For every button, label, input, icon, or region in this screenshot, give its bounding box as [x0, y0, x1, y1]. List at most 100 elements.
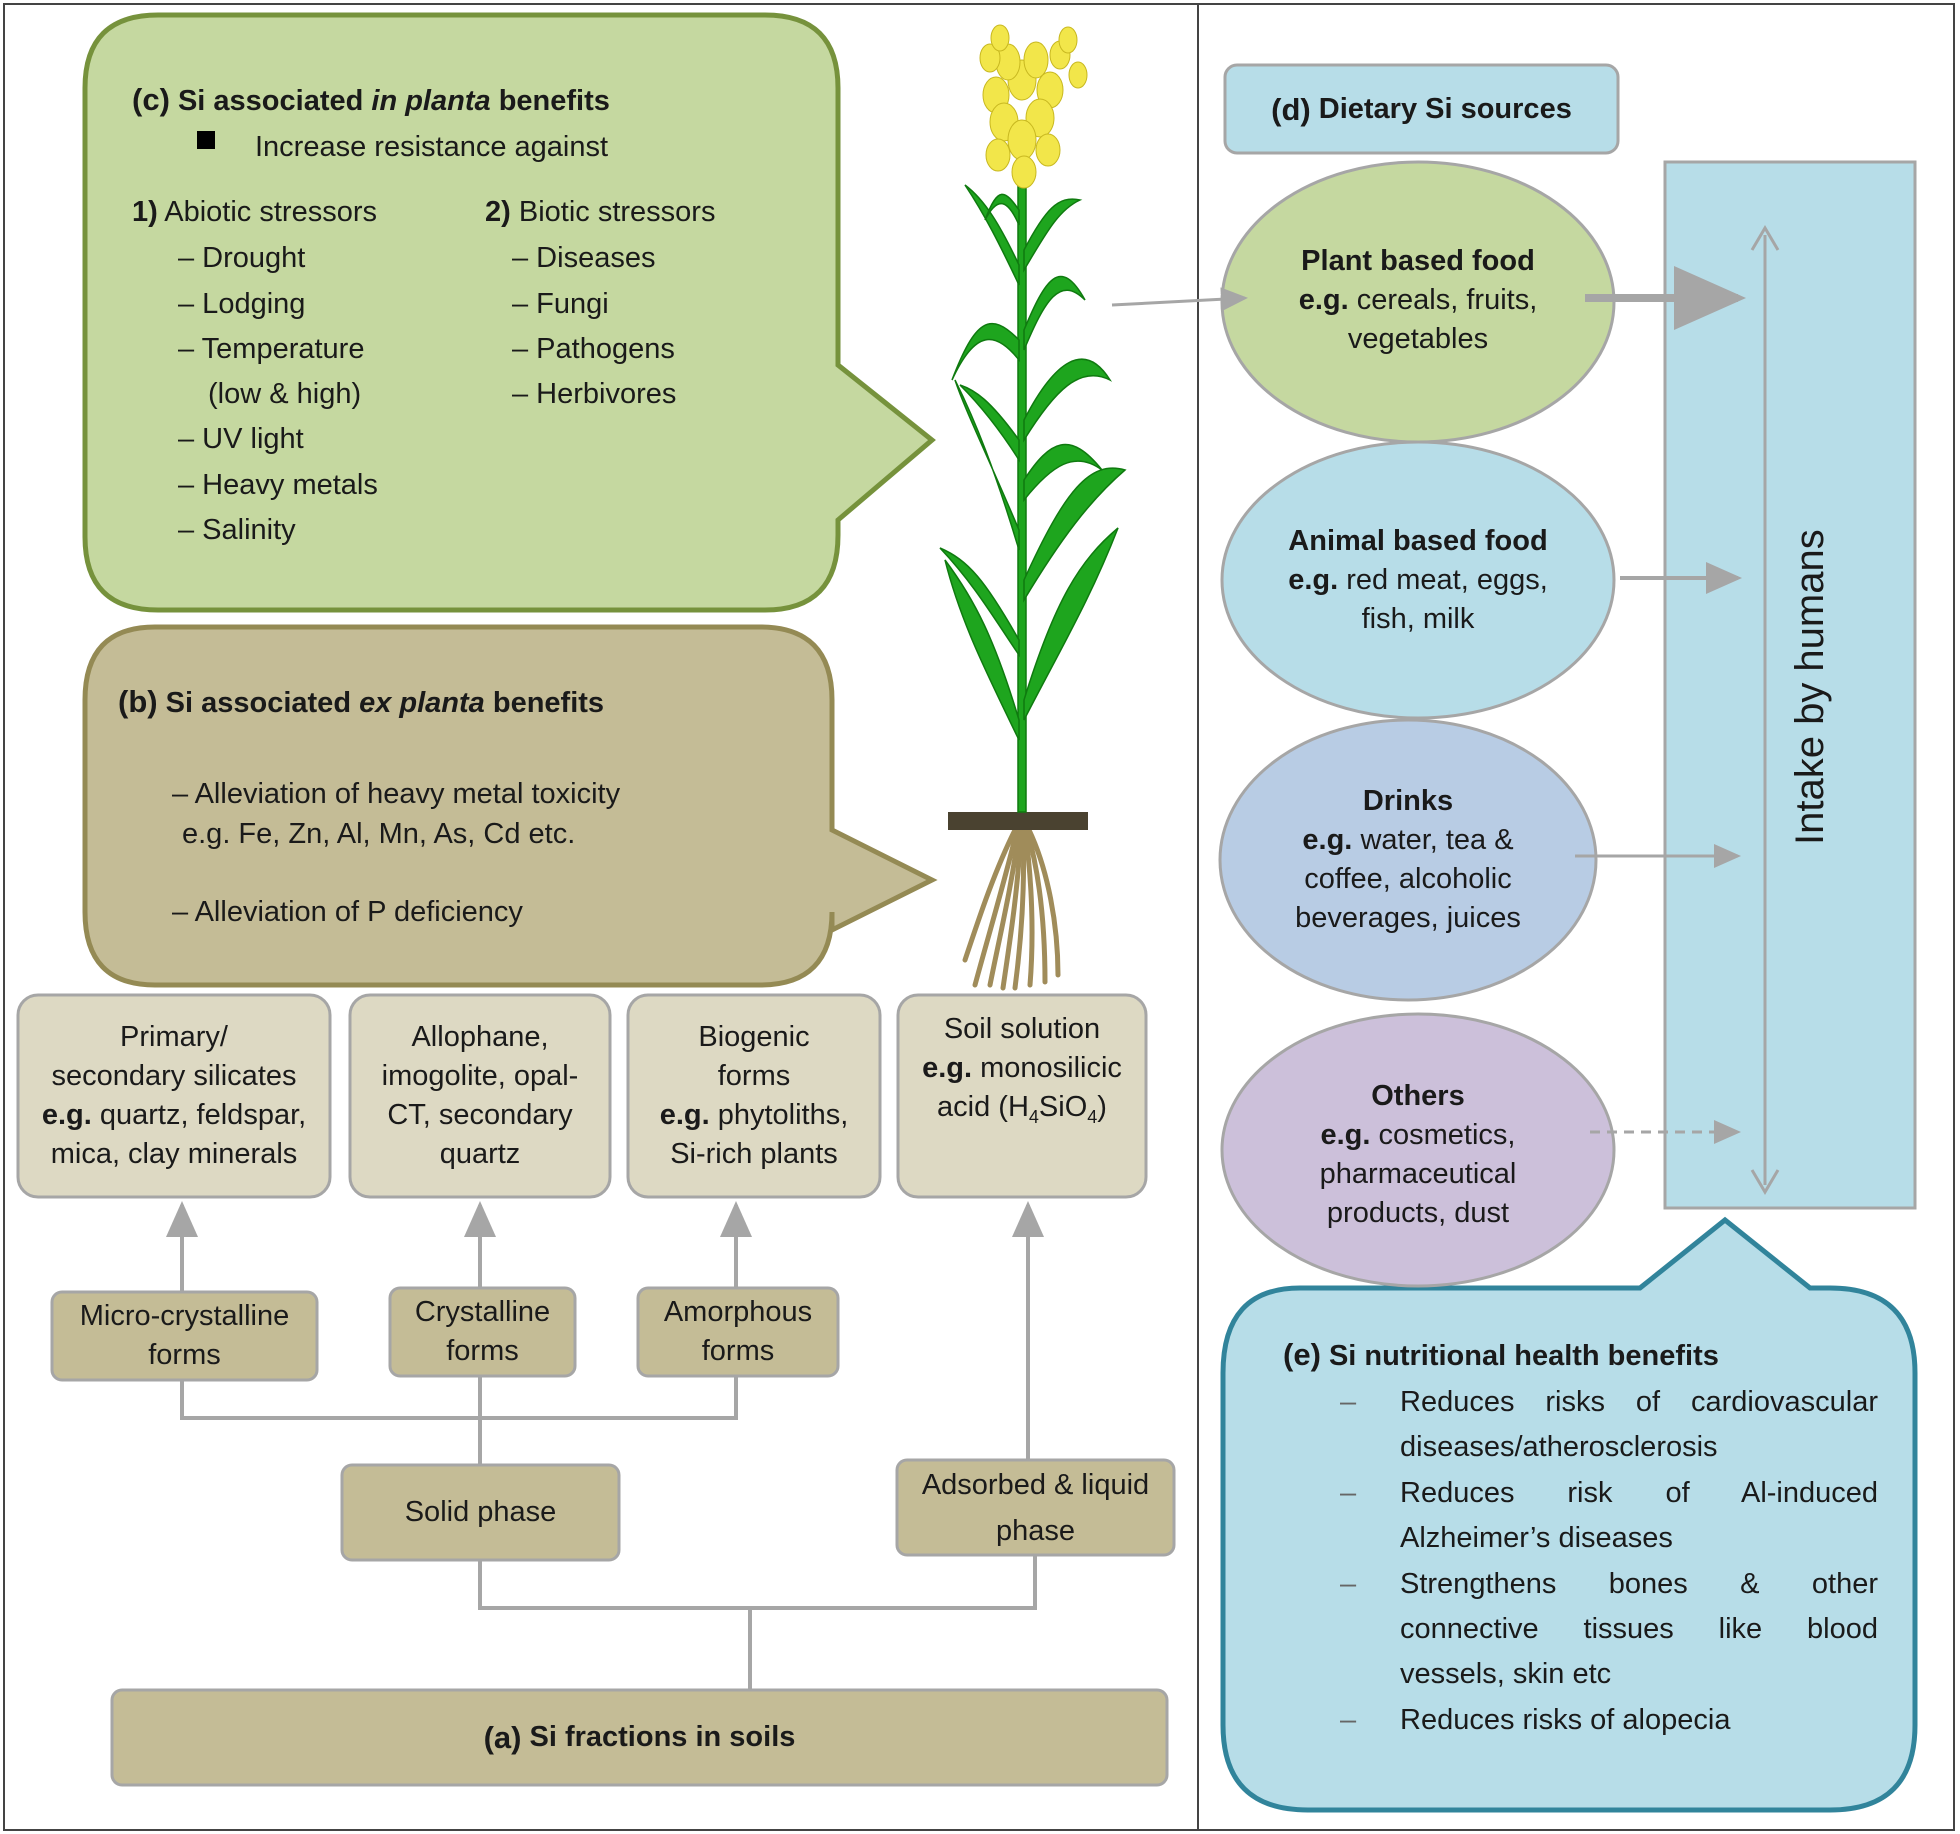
primary-line1: Primary/ [120, 1021, 228, 1053]
drinks-eg: e.g. [1302, 824, 1353, 856]
biogenic-line2: forms [717, 1060, 791, 1092]
others-title: Others [1371, 1080, 1465, 1112]
panel-c-title-post: benefits [498, 85, 610, 117]
box-allophane [348, 993, 612, 1199]
drinks-line3: coffee, alcoholic [1304, 863, 1512, 895]
others-line4: products, dust [1326, 1197, 1510, 1229]
panel-b-title-em: ex planta [359, 687, 485, 719]
drinks-line4: beverages, juices [1295, 902, 1521, 934]
solution-line2: e.g. monosilicic [922, 1049, 1122, 1088]
box-biogenic [626, 993, 882, 1199]
soil-solution-text: Soil solution e.g. monosilicic acid (H4S… [898, 1010, 1146, 1130]
biotic-heading: 2) Biotic stressors [485, 193, 715, 232]
solution-line3: acid (H4SiO4) [937, 1088, 1107, 1137]
biotic-title: Biotic stressors [518, 196, 716, 228]
allophane-line4: quartz [439, 1138, 521, 1170]
panel-e-label: (e) [1283, 1337, 1321, 1372]
solution-close: ) [1097, 1091, 1107, 1123]
plant-stem-leaves [939, 179, 1127, 813]
others-text: Others e.g. cosmetics, pharmaceutical pr… [1250, 1075, 1586, 1235]
panel-b-title-pre: Si associated [165, 687, 352, 719]
panel-b-item1: – Alleviation of heavy metal toxicity [172, 778, 621, 810]
biogenic-eg: e.g. [659, 1099, 710, 1131]
panel-c-title: (c) Si associated in planta benefits [132, 80, 610, 121]
primary-line2: secondary silicates [51, 1060, 297, 1092]
plant-food-text: Plant based food e.g. cereals, fruits, v… [1250, 240, 1586, 360]
solid-phase-label: Solid phase [404, 1496, 557, 1528]
biogenic-rest: phytoliths, [717, 1099, 849, 1131]
benefit-line: Alzheimer’s diseases [1400, 1522, 1673, 1554]
biotic-item: – Fungi [512, 288, 609, 320]
fractions-in-soils-label: (a) Si fractions in soils [112, 1690, 1167, 1785]
biotic-item: – Herbivores [512, 378, 677, 410]
micro-crystalline-label: Micro-crystalline forms [79, 1300, 290, 1371]
abiotic-title: Abiotic stressors [164, 196, 377, 228]
animal-food-examples: red meat, eggs, [1346, 563, 1548, 596]
panel-c-title-em: in planta [371, 85, 491, 117]
benefit-dash: – [1340, 1477, 1357, 1509]
others-line2: e.g. cosmetics, [1320, 1116, 1515, 1155]
panel-b-item1-eg: e.g. Fe, Zn, Al, Mn, As, Cd etc. [182, 818, 576, 850]
panel-b-label: (b) [118, 684, 158, 719]
biotic-item: – Diseases [512, 242, 656, 274]
panel-a-title: Si fractions in soils [529, 1721, 796, 1753]
abiotic-heading: 1) Abiotic stressors [132, 193, 377, 232]
panel-d-label: (d) [1271, 91, 1311, 127]
allophane-text: Allophane, imogolite, opal- CT, secondar… [350, 1005, 610, 1187]
panel-c-label: (c) [132, 82, 170, 117]
adsorbed-phase-label: Adsorbed & liquid phase [921, 1469, 1150, 1547]
panel-e-title: (e) Si nutritional health benefits [1283, 1335, 1719, 1376]
box-fractions-in-soils [110, 1688, 1169, 1787]
drinks-line2: e.g. water, tea & [1302, 821, 1513, 860]
biotic-item: – Pathogens [512, 333, 675, 365]
allophane-line1: Allophane, [411, 1021, 549, 1053]
animal-food-title: Animal based food [1288, 524, 1548, 557]
others-ellipse [1220, 1012, 1616, 1288]
plant-illustration [939, 24, 1127, 991]
drinks-title: Drinks [1362, 785, 1454, 817]
panel-c-bullet: Increase resistance against [255, 131, 609, 163]
arrow-plant-to-food [1111, 287, 1248, 312]
benefit-line: Reduces risks of cardiovascular [1400, 1386, 1878, 1418]
plant-food-eg: e.g. [1298, 283, 1349, 316]
soil-arrows [166, 1201, 1044, 1460]
callout-e-shape [1220, 1216, 1918, 1813]
benefit-dash: – [1340, 1568, 1357, 1600]
solution-rest: monosilicic [980, 1052, 1122, 1084]
plant-food-title: Plant based food [1301, 244, 1535, 277]
solution-sub-b: 4 [1087, 1106, 1098, 1127]
animal-food-text: Animal based food e.g. red meat, eggs, f… [1250, 520, 1586, 640]
dietary-header-text: (d) Dietary Si sources [1225, 65, 1618, 153]
benefit-dash: – [1340, 1386, 1357, 1418]
solution-sub-a: 4 [1028, 1106, 1039, 1127]
biogenic-line1: Biogenic [698, 1021, 810, 1053]
panel-b-title-post: benefits [492, 687, 605, 719]
crystalline-label: Crystalline forms [414, 1296, 551, 1367]
abiotic-item: – Heavy metals [178, 469, 378, 501]
intake-box [1663, 160, 1917, 1210]
panel-b-title: (b) Si associated ex planta benefits [118, 682, 604, 723]
intake-label: Intake by humans [1788, 529, 1832, 845]
plant-food-examples: cereals, fruits, [1356, 283, 1538, 316]
outer-frame [3, 3, 1955, 1831]
biogenic-line4: Si-rich plants [670, 1138, 838, 1170]
plant-food-line3: vegetables [1347, 322, 1489, 355]
abiotic-item: – Salinity [178, 514, 296, 546]
benefit-line: Reduces risks of alopecia [1400, 1704, 1731, 1736]
panel-c-title-pre: Si associated [177, 85, 364, 117]
animal-food-line2: e.g. red meat, eggs, [1288, 561, 1548, 600]
others-eg: e.g. [1320, 1119, 1371, 1151]
biogenic-text: Biogenic forms e.g. phytoliths, Si-rich … [628, 1005, 880, 1187]
plant-flowers [979, 24, 1088, 189]
animal-food-line3: fish, milk [1361, 602, 1475, 635]
box-soil-solution [896, 993, 1148, 1199]
solution-eg: e.g. [922, 1052, 973, 1084]
panel-d-title: Dietary Si sources [1318, 92, 1572, 125]
panel-a-label: (a) [483, 1720, 522, 1755]
benefit-line: Reduces risk of Al-induced [1400, 1477, 1878, 1509]
primary-eg: e.g. [41, 1099, 92, 1131]
primary-rest: quartz, feldspar, [99, 1099, 307, 1131]
callout-c-shape [82, 12, 936, 613]
solution-line1: Soil solution [943, 1013, 1101, 1045]
